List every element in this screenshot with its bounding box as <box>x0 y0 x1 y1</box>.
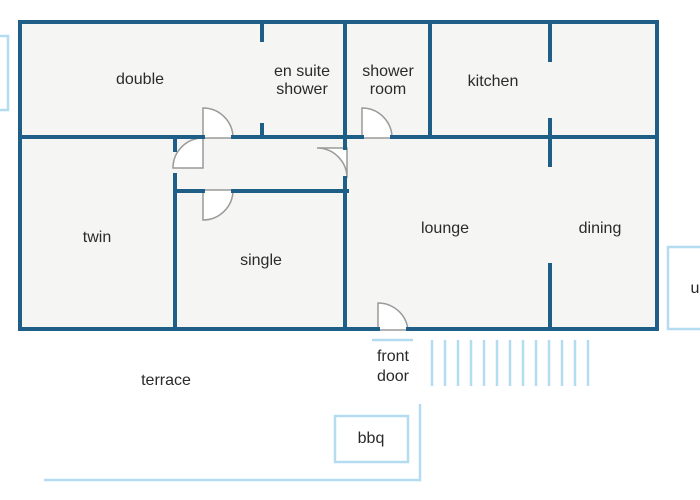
room-label-single: single <box>240 252 282 269</box>
utility-label: u <box>691 280 700 297</box>
bbq-box <box>333 414 410 464</box>
room-label-en-suite-shower: shower <box>276 81 328 98</box>
room-label-dining: dining <box>579 220 622 237</box>
front-steps <box>430 340 590 386</box>
utility-box <box>666 245 700 331</box>
front-door-label: front <box>377 348 410 365</box>
terrace-boundary <box>44 404 422 482</box>
room-label-shower: shower <box>362 63 414 80</box>
room-label-double: double <box>116 71 164 88</box>
front-door-label-door: door <box>377 368 410 385</box>
room-label-lounge: lounge <box>421 220 469 237</box>
bbq-label: bbq <box>358 430 385 447</box>
room-label-en-suite: en suite <box>274 63 330 80</box>
terrace-label: terrace <box>141 372 191 389</box>
door-swings <box>172 107 409 331</box>
walls <box>18 20 659 331</box>
room-label-shower-room: room <box>370 81 406 98</box>
room-label-twin: twin <box>83 229 111 246</box>
floor-area <box>20 22 657 329</box>
room-label-kitchen: kitchen <box>468 73 519 90</box>
left-exterior-element <box>0 34 10 112</box>
